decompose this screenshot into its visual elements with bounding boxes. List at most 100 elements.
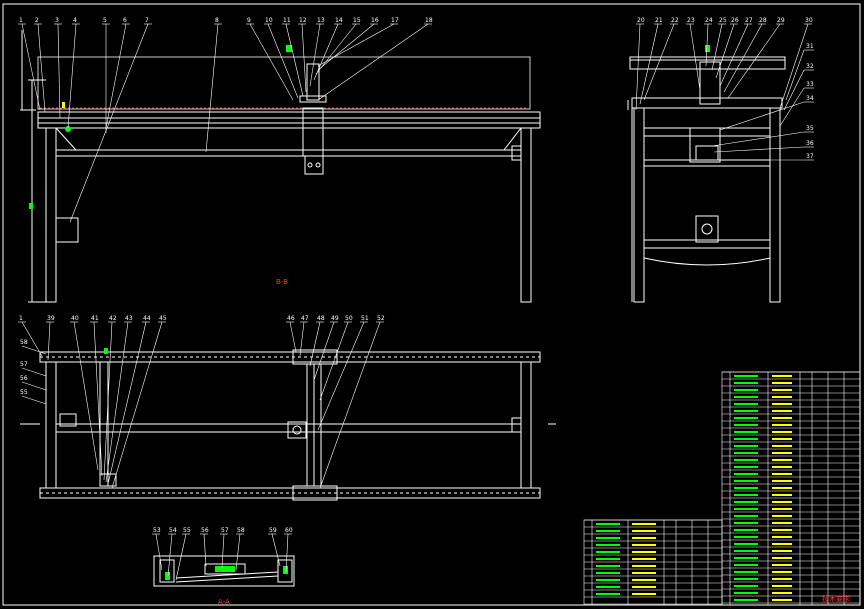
green-aa-right bbox=[283, 566, 288, 574]
front-view bbox=[20, 30, 541, 303]
bom-cell-text bbox=[734, 585, 758, 587]
yellow-marker bbox=[62, 102, 65, 108]
callout-label: 14 bbox=[335, 17, 343, 24]
bom-cell-text bbox=[632, 537, 656, 539]
callout-label: 13 bbox=[317, 17, 325, 24]
side-leaders bbox=[635, 23, 814, 161]
bom-cell-text bbox=[772, 375, 792, 377]
callout-leader bbox=[643, 23, 675, 101]
callout-leader bbox=[727, 23, 781, 99]
bom-cell-text bbox=[734, 396, 758, 398]
callout-label: 34 bbox=[806, 95, 814, 102]
section-aa bbox=[153, 555, 295, 587]
side-view bbox=[627, 56, 786, 303]
bom-cell-text bbox=[734, 424, 758, 426]
callout-label: 9 bbox=[247, 17, 251, 24]
bom-cell-text bbox=[772, 508, 792, 510]
bom-cell-text bbox=[632, 551, 656, 553]
callout-leader bbox=[235, 533, 241, 571]
bom-cell-text bbox=[734, 494, 758, 496]
bom-cell-text bbox=[734, 487, 758, 489]
bom-cell-text bbox=[596, 586, 620, 588]
callout-label: 24 bbox=[705, 17, 713, 24]
bom-cell-text bbox=[734, 536, 758, 538]
callout-leader bbox=[73, 321, 99, 471]
callout-label: 33 bbox=[806, 81, 814, 88]
bom-cell-text bbox=[772, 466, 792, 468]
bom-cell-text bbox=[772, 417, 792, 419]
callout-leader bbox=[111, 321, 163, 489]
callout-label: 3 bbox=[55, 17, 59, 24]
callout-leader bbox=[267, 23, 299, 99]
callout-label: 29 bbox=[777, 17, 785, 24]
callout-leader bbox=[711, 23, 723, 71]
bom-cell-text bbox=[734, 508, 758, 510]
callout-leader bbox=[155, 533, 163, 571]
callout-label: 37 bbox=[806, 153, 814, 160]
bom-cell-text bbox=[772, 564, 792, 566]
callout-leader bbox=[779, 87, 805, 127]
bom-cell-text bbox=[596, 593, 620, 595]
bom-cell-text bbox=[772, 515, 792, 517]
callout-label: 25 bbox=[719, 17, 727, 24]
callout-leader bbox=[309, 23, 321, 87]
green-aa-mid bbox=[215, 566, 235, 572]
callout-label: 27 bbox=[745, 17, 753, 24]
bom-cell-text bbox=[772, 529, 792, 531]
callout-label: 57 bbox=[221, 527, 229, 534]
callout-label: 40 bbox=[71, 315, 79, 322]
bom-cell-text bbox=[772, 459, 792, 461]
callout-leader bbox=[313, 321, 335, 381]
callout-label: 50 bbox=[345, 315, 353, 322]
bom-cell-text bbox=[734, 578, 758, 580]
bom-cell-text bbox=[772, 410, 792, 412]
callout-leader bbox=[301, 23, 307, 93]
bom-cell-text bbox=[734, 550, 758, 552]
callout-leader bbox=[21, 381, 47, 391]
bom-frame-left bbox=[583, 519, 723, 606]
bom-cell-text bbox=[772, 536, 792, 538]
bom-cell-text bbox=[772, 389, 792, 391]
callout-label: 1 bbox=[19, 17, 23, 24]
callout-leader bbox=[93, 321, 103, 477]
top-view bbox=[20, 349, 556, 501]
bom-cell-text bbox=[772, 445, 792, 447]
bom-cell-text bbox=[772, 424, 792, 426]
bom-cell-text bbox=[772, 403, 792, 405]
callout-leader bbox=[705, 23, 709, 67]
callout-label: 56 bbox=[201, 527, 209, 534]
callout-label: 35 bbox=[806, 125, 814, 132]
bom-cell-text bbox=[734, 543, 758, 545]
callout-leader bbox=[205, 23, 219, 153]
callout-label: 12 bbox=[299, 17, 307, 24]
section-bb-label: B-B bbox=[276, 278, 288, 286]
title-block-label: 技术要求 bbox=[822, 594, 850, 603]
aa-leaders bbox=[152, 533, 292, 581]
bom-cell-text bbox=[734, 480, 758, 482]
bom-cell-text bbox=[772, 473, 792, 475]
callout-leader bbox=[779, 23, 809, 109]
callout-leader bbox=[21, 345, 47, 355]
callout-label: 28 bbox=[759, 17, 767, 24]
callout-label: 46 bbox=[287, 315, 295, 322]
green-marker bbox=[286, 45, 292, 52]
bom-cell-text bbox=[632, 572, 656, 574]
callout-label: 59 bbox=[269, 527, 277, 534]
bom-cell-text bbox=[632, 593, 656, 595]
callout-leader bbox=[723, 23, 763, 93]
callout-label: 45 bbox=[159, 315, 167, 322]
callout-label: 39 bbox=[47, 315, 55, 322]
bom-cell-text bbox=[632, 586, 656, 588]
callout-leader bbox=[319, 321, 349, 401]
bom-cell-text bbox=[772, 487, 792, 489]
bom-cell-text bbox=[632, 530, 656, 532]
callout-label: 21 bbox=[655, 17, 663, 24]
callout-leader bbox=[319, 321, 381, 489]
callout-leader bbox=[57, 23, 61, 119]
bom-cell-text bbox=[772, 438, 792, 440]
bom-cell-text bbox=[734, 571, 758, 573]
bom-cell-text bbox=[734, 599, 758, 601]
